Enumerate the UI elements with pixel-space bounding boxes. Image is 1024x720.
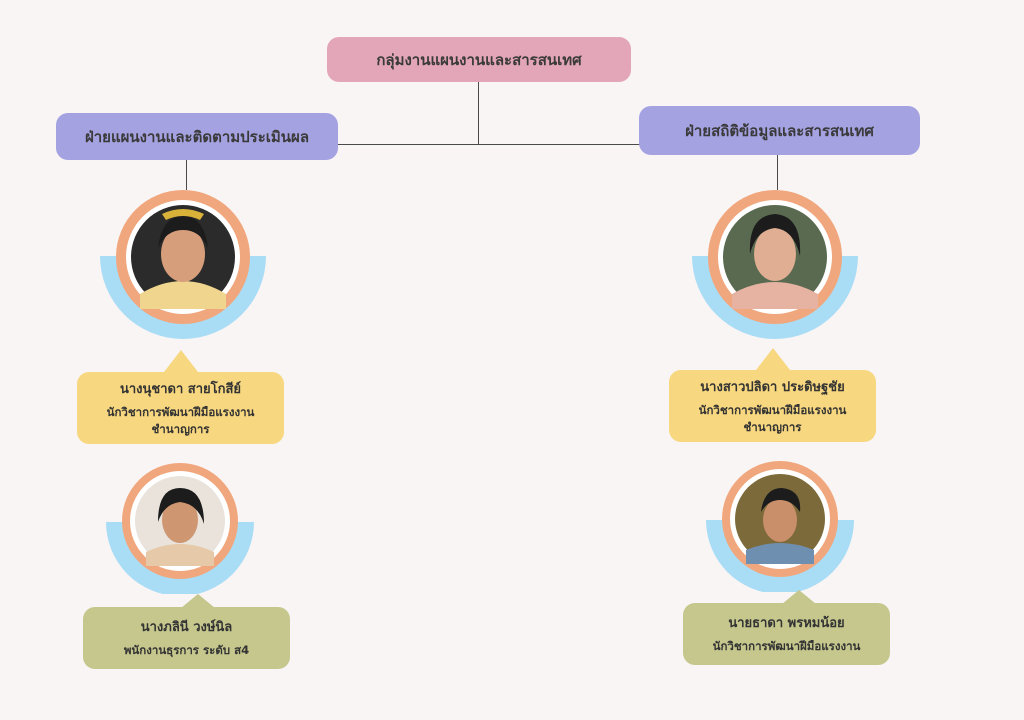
pointer-left2 xyxy=(181,594,215,608)
name-right1: นางสาวปลิดา ประดิษฐชัย xyxy=(700,379,845,395)
connector-left-down xyxy=(186,160,187,190)
name-left1: นางนุชาดา สายโกสีย์ xyxy=(119,381,242,397)
right-dept-label: ฝ่ายสถิติข้อมูลและสารสนเทศ xyxy=(685,121,874,140)
card-left1: นางนุชาดา สายโกสีย์ นักวิชาการพัฒนาฝีมือ… xyxy=(77,372,284,444)
left-dept-label: ฝ่ายแผนงานและติดตามประเมินผล xyxy=(84,127,310,146)
pointer-left1 xyxy=(164,350,198,372)
name-left2: นางภลินี วงษ์นิล xyxy=(140,620,233,636)
card-left2: นางภลินี วงษ์นิล พนักงานธุรการ ระดับ ส4 xyxy=(83,607,290,669)
top-unit-box: กลุ่มงานแผนงานและสารสนเทศ xyxy=(327,37,631,82)
connector-right-down xyxy=(777,155,778,190)
top-unit-label: กลุ่มงานแผนงานและสารสนเทศ xyxy=(376,50,582,69)
pointer-right1 xyxy=(756,348,790,370)
card-right1: นางสาวปลิดา ประดิษฐชัย นักวิชาการพัฒนาฝี… xyxy=(669,370,876,442)
connector-horizontal xyxy=(338,144,640,145)
connector-top-down xyxy=(478,82,479,145)
pointer-right2 xyxy=(782,590,816,604)
position-right1: นักวิชาการพัฒนาฝีมือแรงงาน ชำนาญการ xyxy=(698,402,847,434)
name-right2: นายธาดา พรหมน้อย xyxy=(728,616,845,632)
portrait-right2 xyxy=(706,461,854,592)
portrait-left1 xyxy=(100,190,266,339)
position-left1: นักวิชาการพัฒนาฝีมือแรงงาน ชำนาญการ xyxy=(106,404,255,436)
card-right2: นายธาดา พรหมน้อย นักวิชาการพัฒนาฝีมือแรง… xyxy=(683,603,890,665)
portrait-right1 xyxy=(692,190,858,339)
portrait-left2 xyxy=(106,463,254,594)
position-right2: นักวิชาการพัฒนาฝีมือแรงงาน xyxy=(712,639,861,654)
left-dept-box: ฝ่ายแผนงานและติดตามประเมินผล xyxy=(56,113,338,160)
right-dept-box: ฝ่ายสถิติข้อมูลและสารสนเทศ xyxy=(639,106,920,155)
position-left2: พนักงานธุรการ ระดับ ส4 xyxy=(123,643,250,658)
